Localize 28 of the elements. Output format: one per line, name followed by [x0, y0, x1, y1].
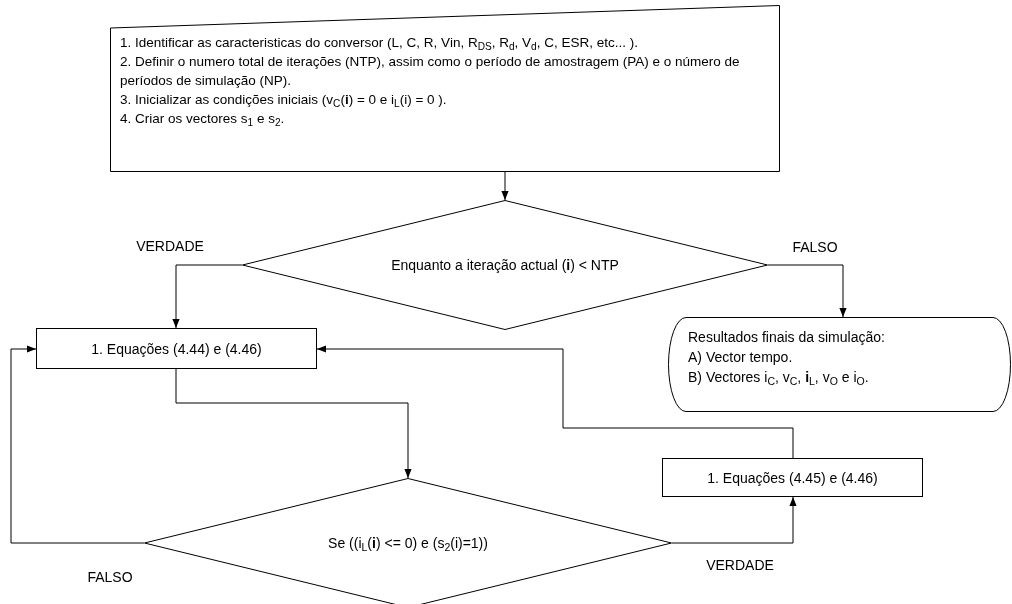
process-box	[662, 458, 923, 497]
node-text: Enquanto a iteração actual (i) < NTP	[391, 256, 619, 274]
arrow	[175, 368, 412, 479]
arrow	[172, 264, 243, 329]
edge-label: VERDADE	[705, 557, 775, 573]
arrow	[501, 171, 509, 201]
node-text: 2. Definir o numero total de iterações (NTP), assim como o período de amostragem (PA) e o número de períodos de simulação (NP).	[120, 53, 741, 90]
node-text: 4. Criar os vectores s$_{1}$ e s$_{2}$.	[120, 110, 286, 128]
node-text: B) Vectores i$_{C}$, v$_{C}$, i$_{L}$, v$_{O}$ e i$_{O}$.	[688, 368, 870, 387]
node-text: Se ((i$_{L}$(i) <= 0) e (s$_{2}$(i)=1))	[328, 534, 488, 552]
terminator-box	[668, 317, 1011, 412]
arrow	[671, 496, 797, 544]
edge-label: FALSO	[791, 239, 839, 255]
decision-diamond	[144, 478, 672, 604]
arrow	[316, 345, 794, 459]
node-text: 1. Identificar as caracteristicas do conversor (L, C, R, Vin, R$_{DS}$, R$_{d}$, V$_{d}$, C, ESR, etc... ).	[120, 34, 639, 52]
decision-diamond	[242, 200, 768, 330]
node-text: Resultados finais da simulação:	[688, 328, 886, 347]
edge-label: VERDADE	[135, 238, 205, 254]
arrow	[767, 264, 847, 318]
node-text: A) Vector tempo.	[688, 348, 794, 367]
node-text: 1. Equações (4.45) e (4.46)	[707, 468, 878, 487]
node-text: 3. Inicializar as condições iniciais (v$_{C}$(i) = 0 e i$_{L}$(i) = 0 ).	[120, 91, 448, 109]
edge-label: FALSO	[86, 569, 134, 585]
manual-input-box	[110, 5, 780, 172]
arrow	[10, 345, 145, 544]
process-box	[36, 328, 317, 369]
node-text: 1. Equações (4.44) e (4.46)	[91, 339, 262, 358]
